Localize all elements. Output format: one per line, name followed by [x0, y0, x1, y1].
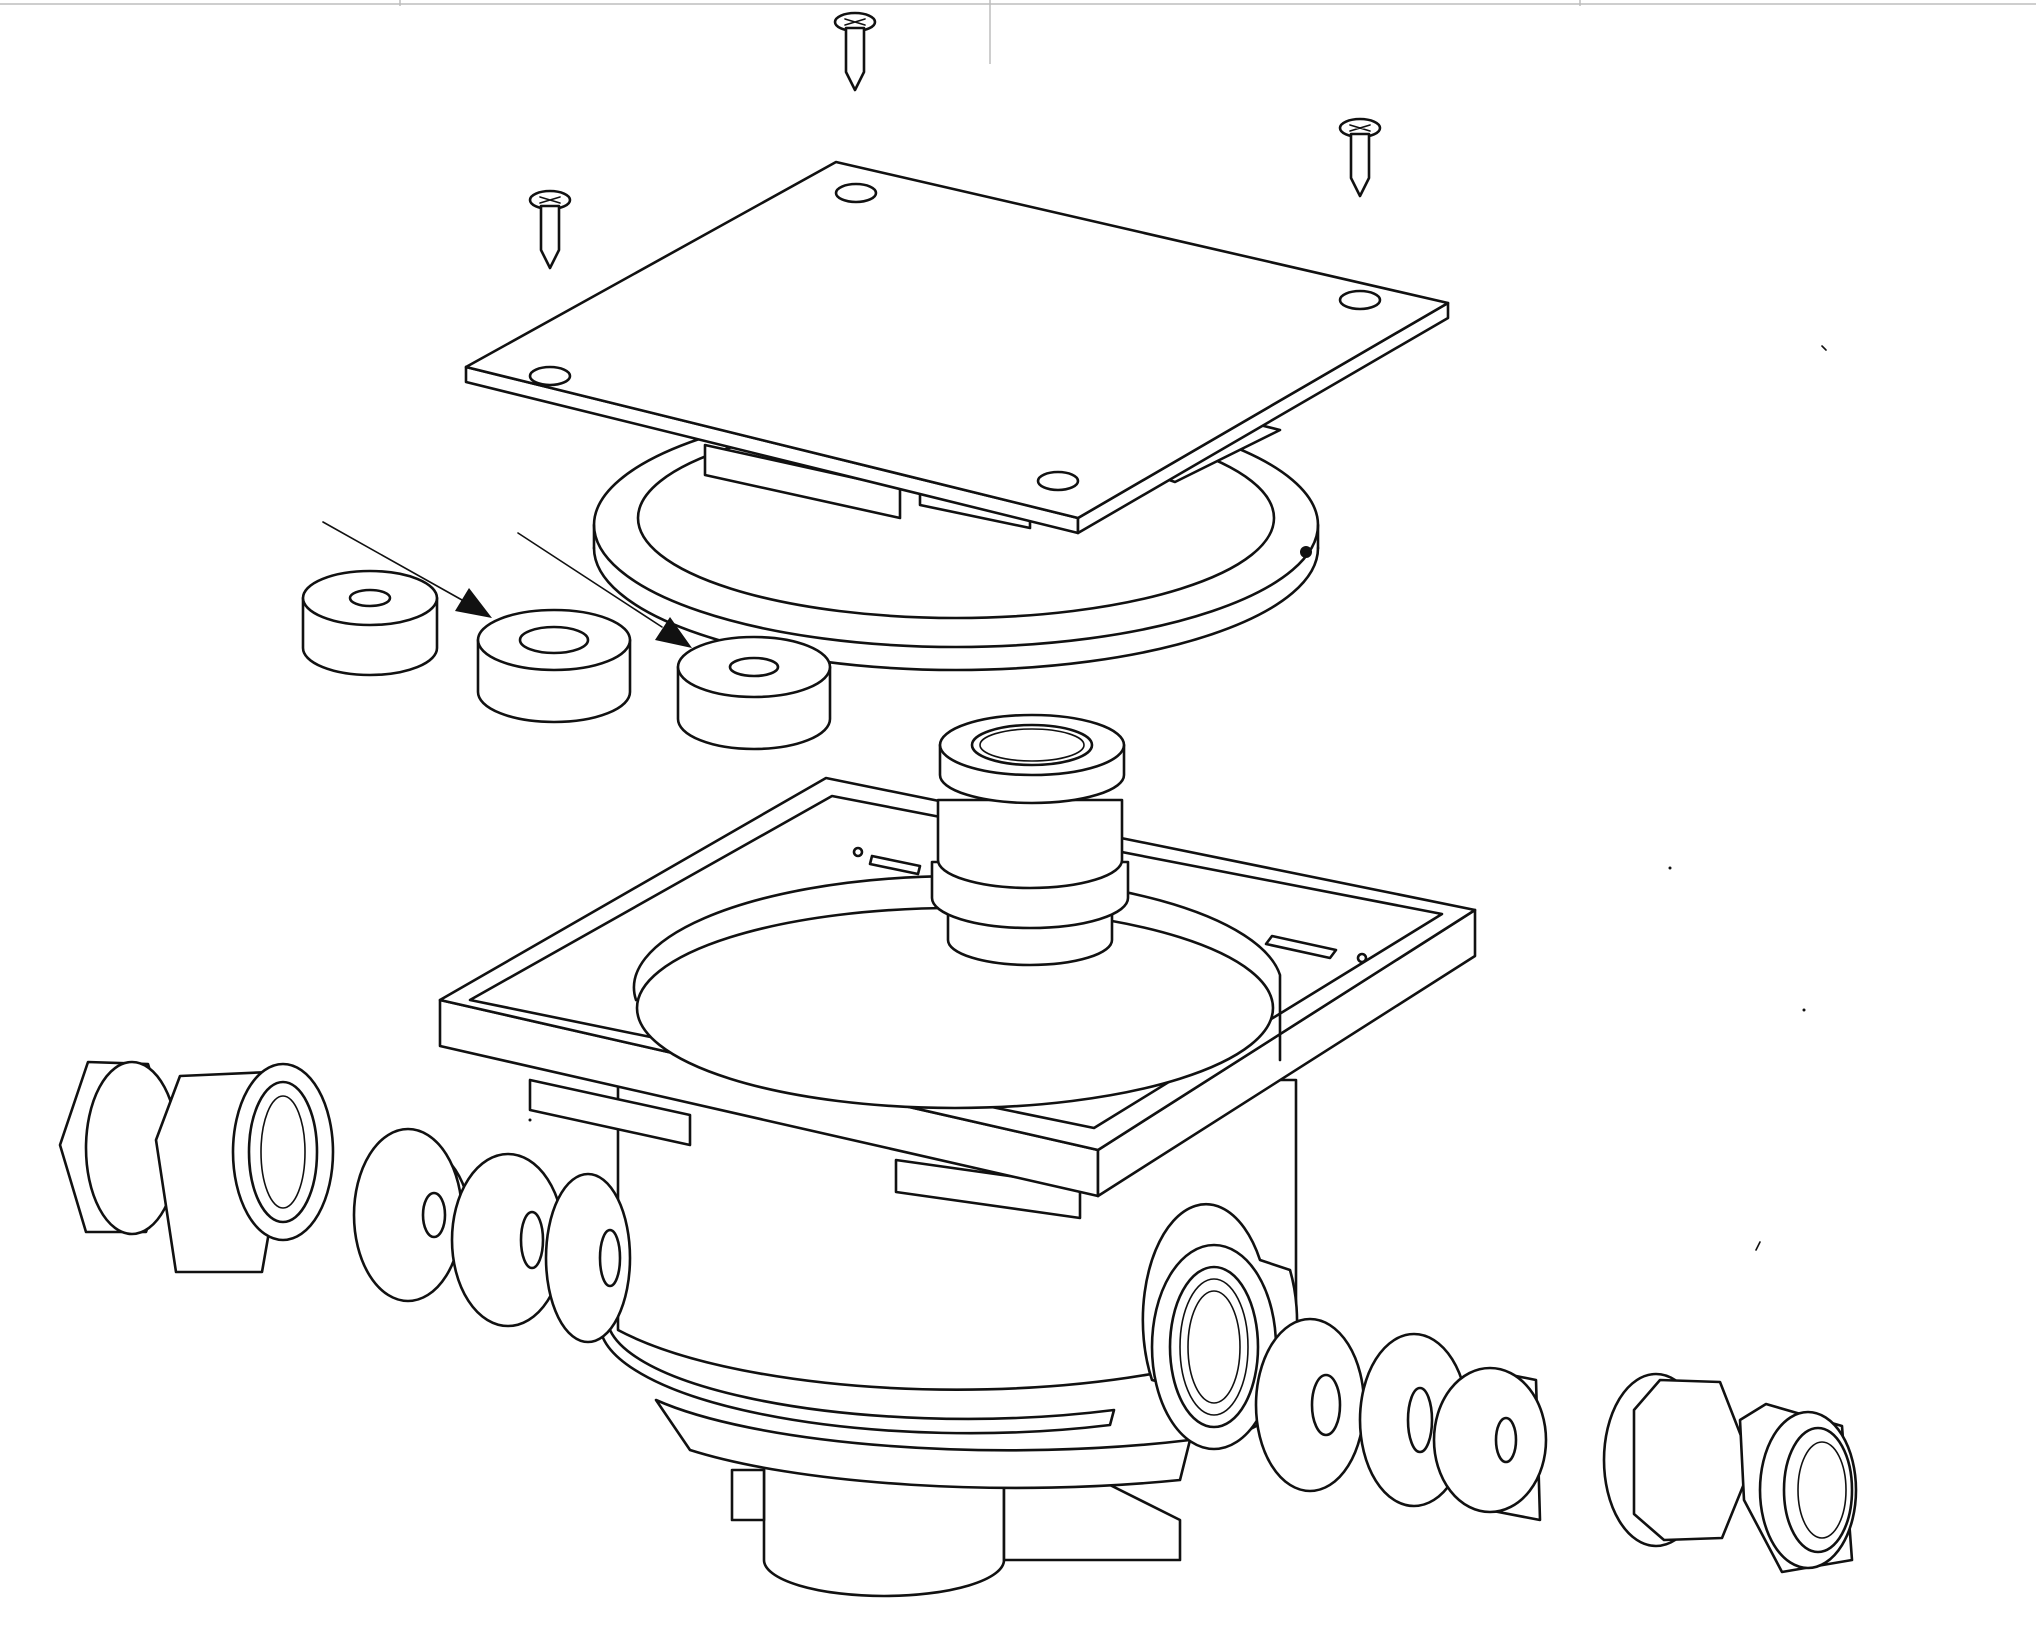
grommet-left-2: [450, 1152, 566, 1328]
square-cover-plate: [464, 160, 1450, 535]
arrow-left: [322, 521, 492, 618]
cable-gland-left: [58, 1060, 335, 1274]
grommet-top-3: [676, 635, 832, 751]
screw-left: [528, 189, 572, 270]
grommet-left-3: [544, 1172, 632, 1344]
square-mounting-frame: [438, 776, 1477, 1220]
screw-top: [833, 11, 877, 92]
cable-gland-top: [930, 713, 1130, 967]
grommet-right-3: [1432, 1366, 1548, 1522]
screw-right: [1338, 117, 1382, 198]
stray-marks: [528, 345, 1827, 1251]
arrow-right: [517, 532, 692, 648]
sheet-border: [0, 0, 2036, 64]
grommet-top-1: [301, 569, 439, 677]
grommet-right-1: [1254, 1317, 1366, 1493]
cable-gland-right: [1602, 1372, 1858, 1574]
grommet-top-2: [476, 608, 632, 724]
